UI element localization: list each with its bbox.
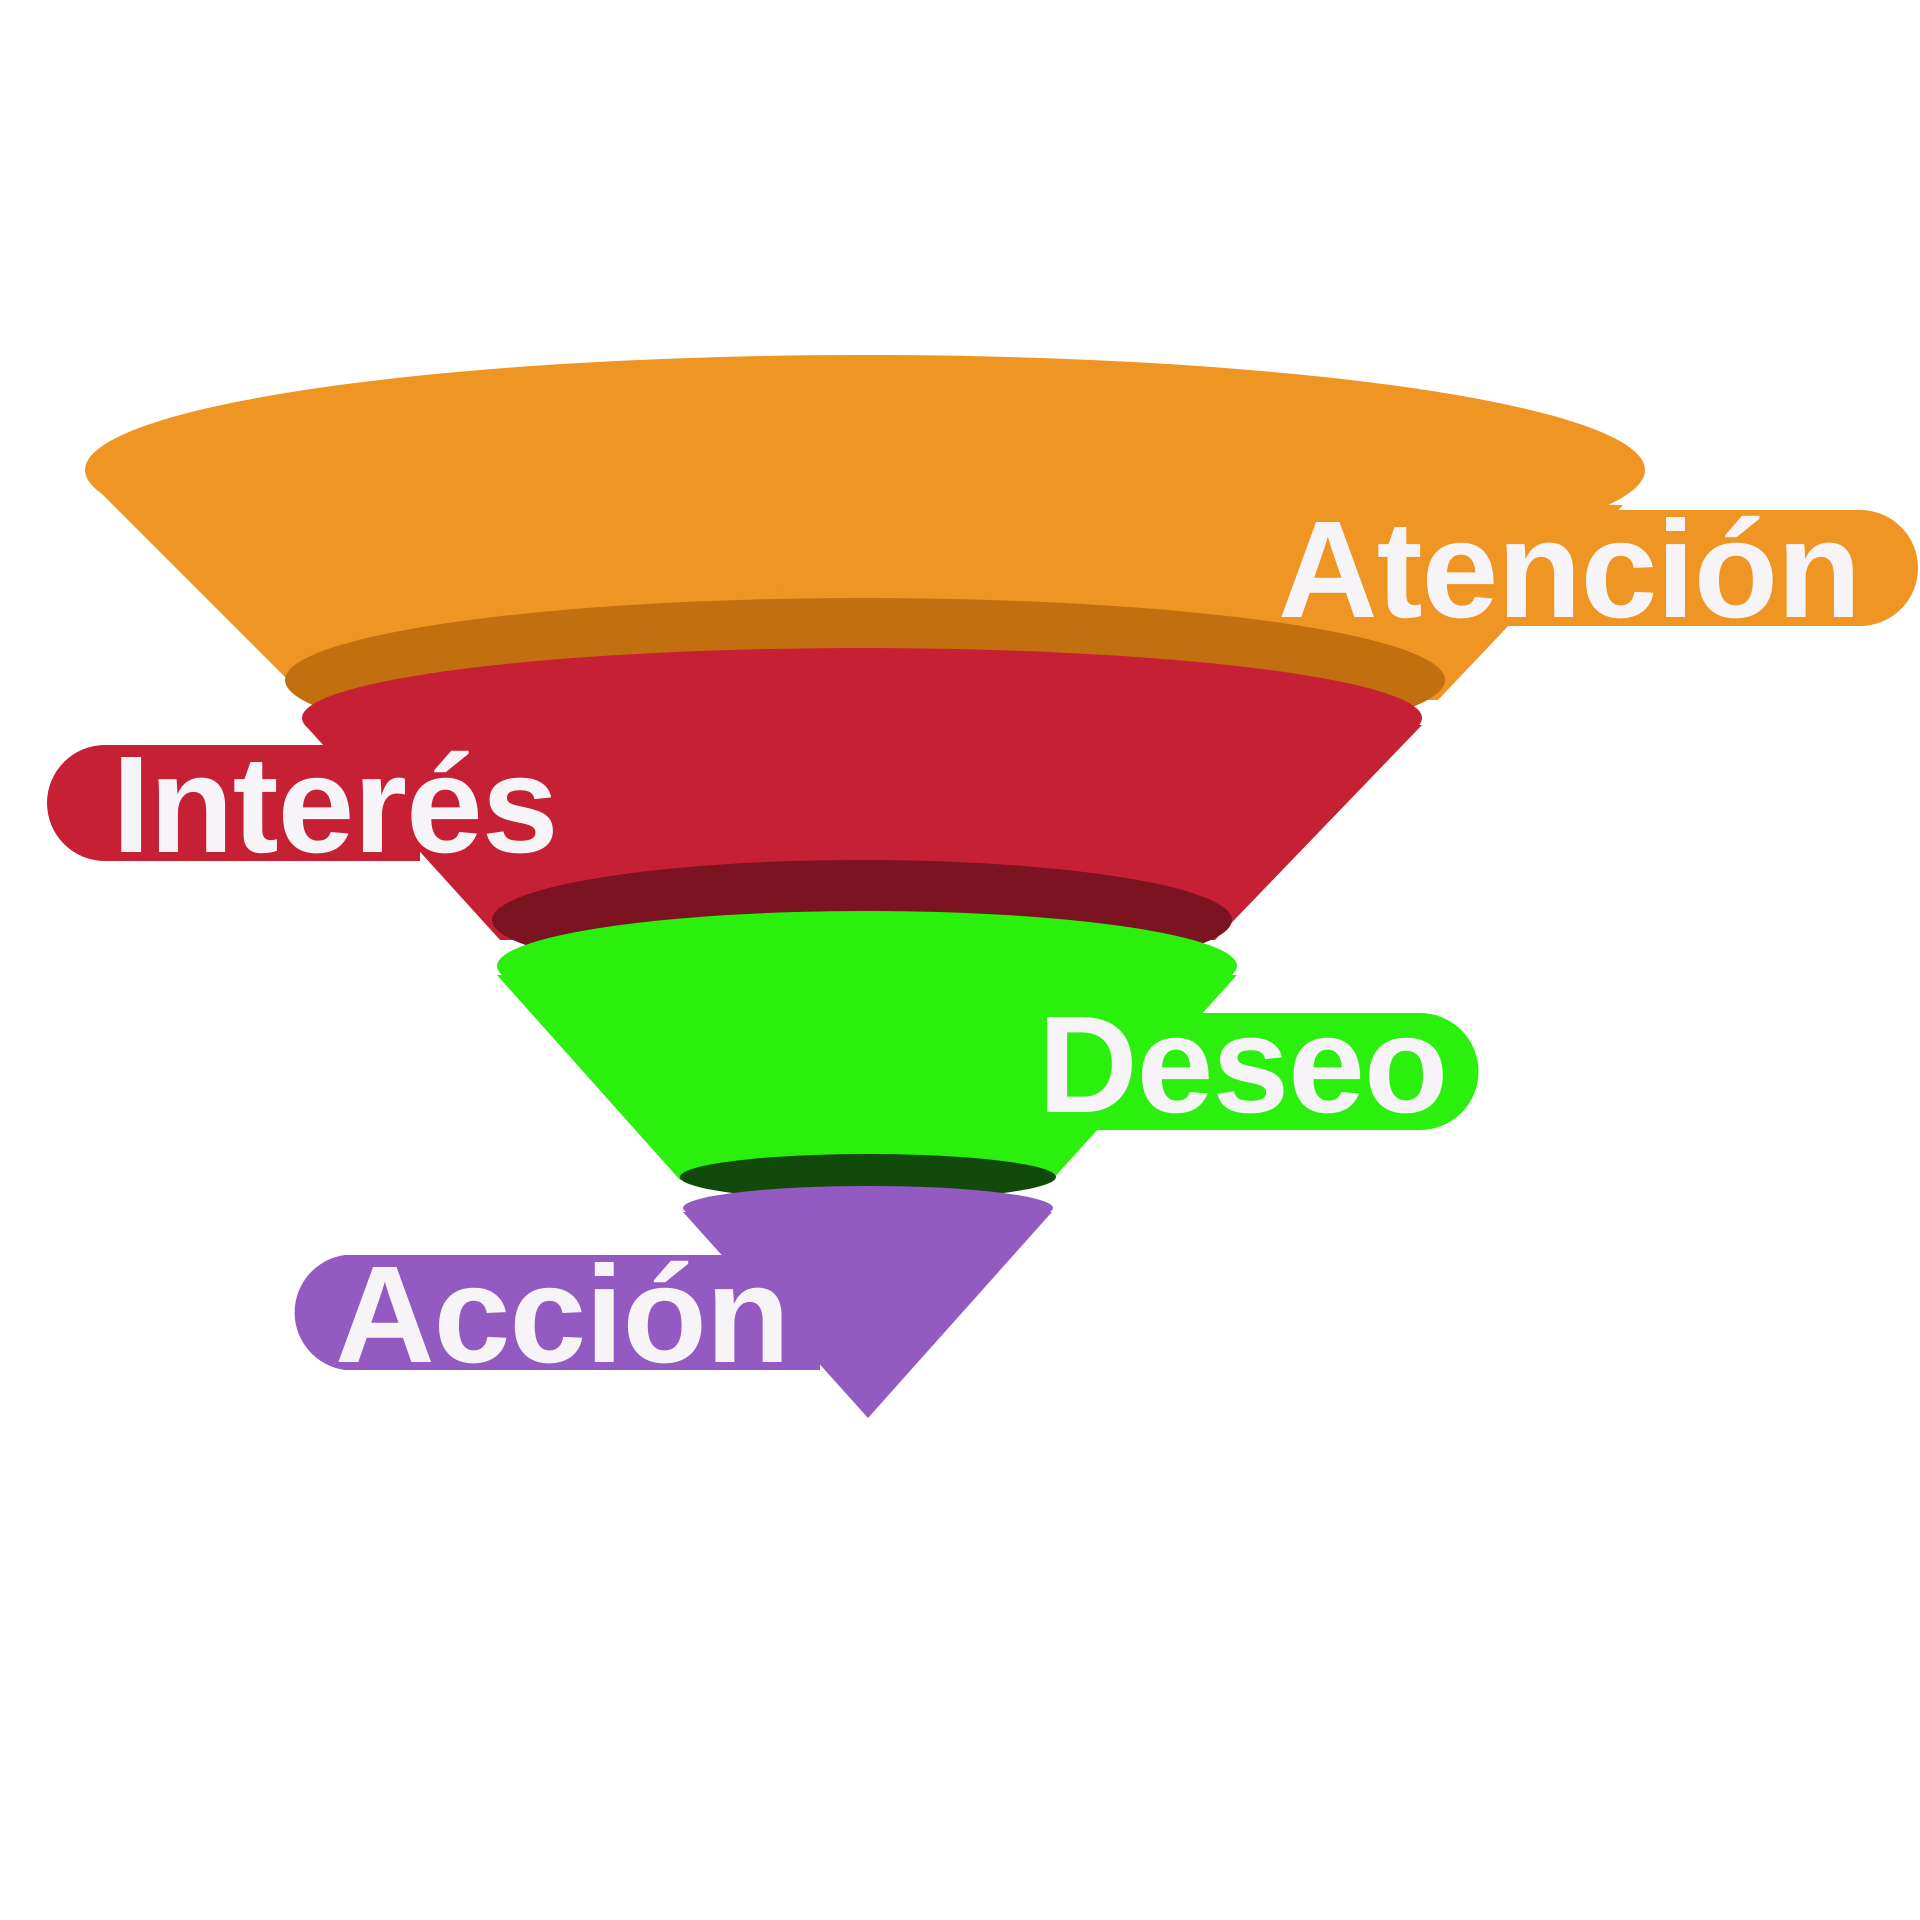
stage-accion-top (683, 1186, 1053, 1230)
stage-atencion-top (85, 355, 1645, 585)
stage-deseo-rim (680, 1154, 1056, 1200)
stage-interes-top (302, 648, 1422, 788)
stage-deseo-top (497, 911, 1237, 1021)
stage-deseo: Deseo (497, 911, 1479, 1200)
stage-label-atencion: Atención (1278, 493, 1860, 647)
stage-deseo-band (497, 975, 1237, 1180)
label-pill-accion (294, 1255, 820, 1370)
stage-label-interes: Interés (112, 728, 558, 882)
stage-label-accion: Acción (335, 1238, 789, 1392)
label-pill-atencion (1335, 510, 1918, 626)
label-pill-deseo (1080, 1013, 1479, 1130)
label-pill-interes (47, 745, 420, 861)
stage-accion: Acción (294, 1186, 1053, 1418)
stage-label-deseo: Deseo (1038, 988, 1447, 1142)
stage-interes: Interés (47, 648, 1422, 980)
